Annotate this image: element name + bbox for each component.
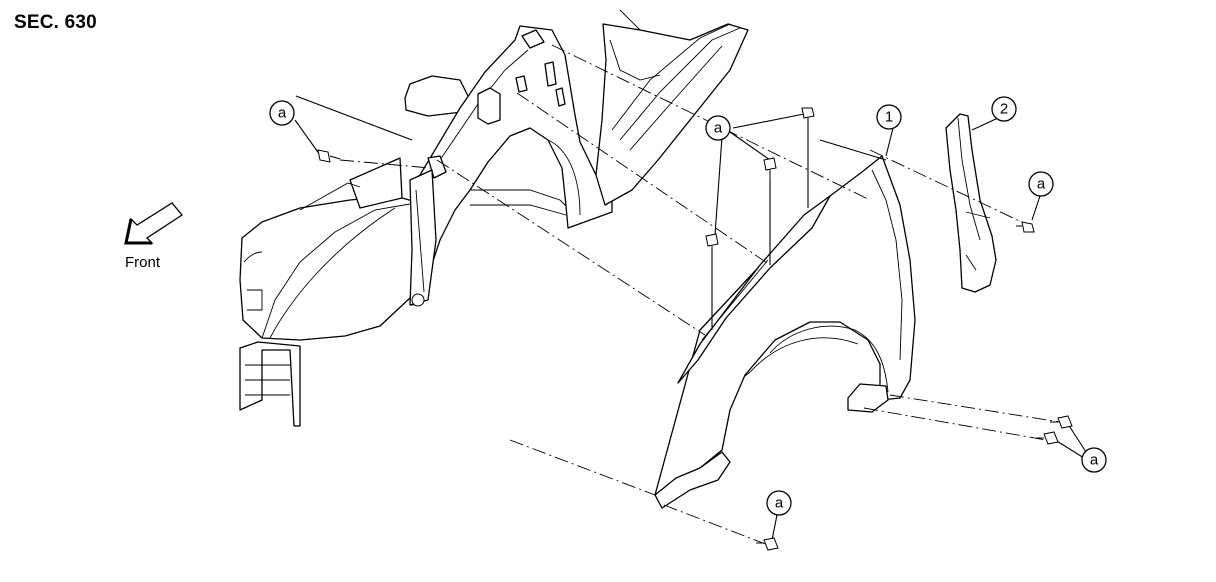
- bolt-icon: [1016, 221, 1035, 233]
- front-fender: [654, 155, 916, 509]
- callout-a-label: a: [1090, 452, 1099, 469]
- callout-a-label: a: [278, 105, 287, 122]
- bolt-icon: [317, 149, 341, 163]
- callout-part-2: 2: [991, 96, 1017, 122]
- callout-a-label: a: [1037, 176, 1046, 193]
- callout-a: a: [1081, 447, 1107, 473]
- bolt-icon: [756, 537, 779, 551]
- hood-ledge-structure: [404, 25, 613, 307]
- headlamp-assembly: [239, 157, 433, 427]
- callout-a-label: a: [775, 495, 784, 512]
- callout-a-label: a: [714, 120, 723, 137]
- callout-part-1-label: 1: [885, 109, 893, 126]
- bolt-icon: [801, 107, 815, 126]
- section-label: SEC. 630: [14, 12, 97, 33]
- callout-a: a: [766, 490, 792, 516]
- front-arrow-icon: [124, 202, 183, 245]
- bolt-icon: [1050, 415, 1073, 429]
- callout-part-2-label: 2: [1000, 101, 1008, 118]
- callout-a: a: [269, 100, 295, 126]
- front-label: Front: [125, 254, 161, 271]
- fender-seal: [945, 113, 997, 293]
- callout-a: a: [1028, 171, 1054, 197]
- bolt-icon: [705, 233, 719, 254]
- leader-lines: [294, 95, 1087, 541]
- bolt-icon: [1036, 431, 1059, 445]
- a-pillar-structure: [595, 9, 749, 206]
- callout-part-1: 1: [876, 104, 902, 130]
- bolt-icon: [763, 157, 777, 180]
- callout-a: a: [705, 115, 731, 141]
